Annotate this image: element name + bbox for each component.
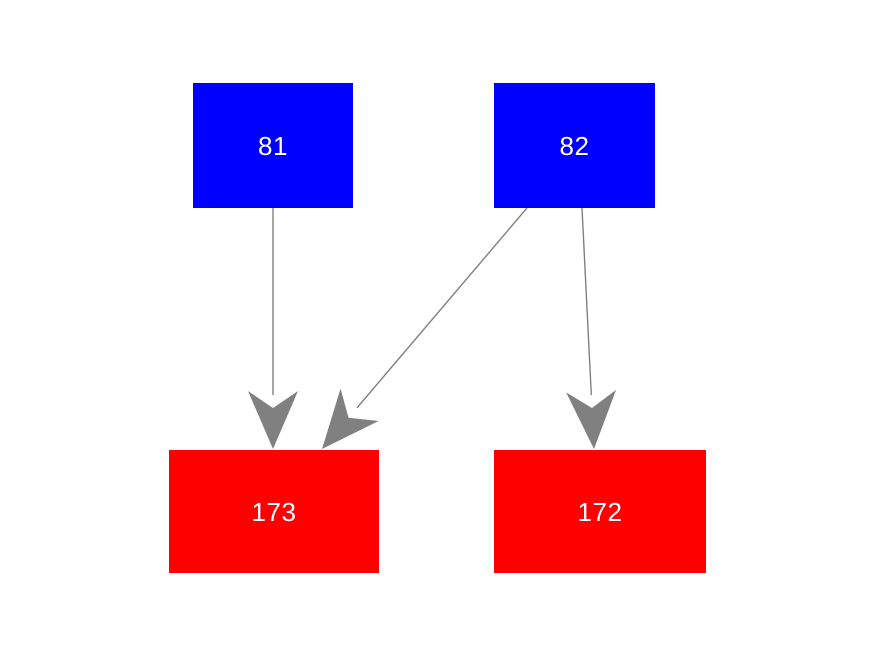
- arrowhead-82-172: [566, 389, 617, 449]
- node-172[interactable]: 172: [494, 450, 706, 573]
- node-82[interactable]: 82: [494, 83, 655, 208]
- node-label-173: 173: [251, 496, 297, 527]
- edge-line-82-172: [581, 207, 593, 396]
- arrowhead-82-173: [322, 388, 379, 449]
- node-label-172: 172: [577, 496, 623, 527]
- node-label-81: 81: [258, 130, 288, 161]
- arrowhead-81-173: [248, 391, 298, 449]
- node-173[interactable]: 173: [169, 450, 379, 573]
- node-label-82: 82: [559, 130, 590, 161]
- edge-line-82-173: [356, 207, 528, 409]
- node-81[interactable]: 81: [193, 83, 353, 208]
